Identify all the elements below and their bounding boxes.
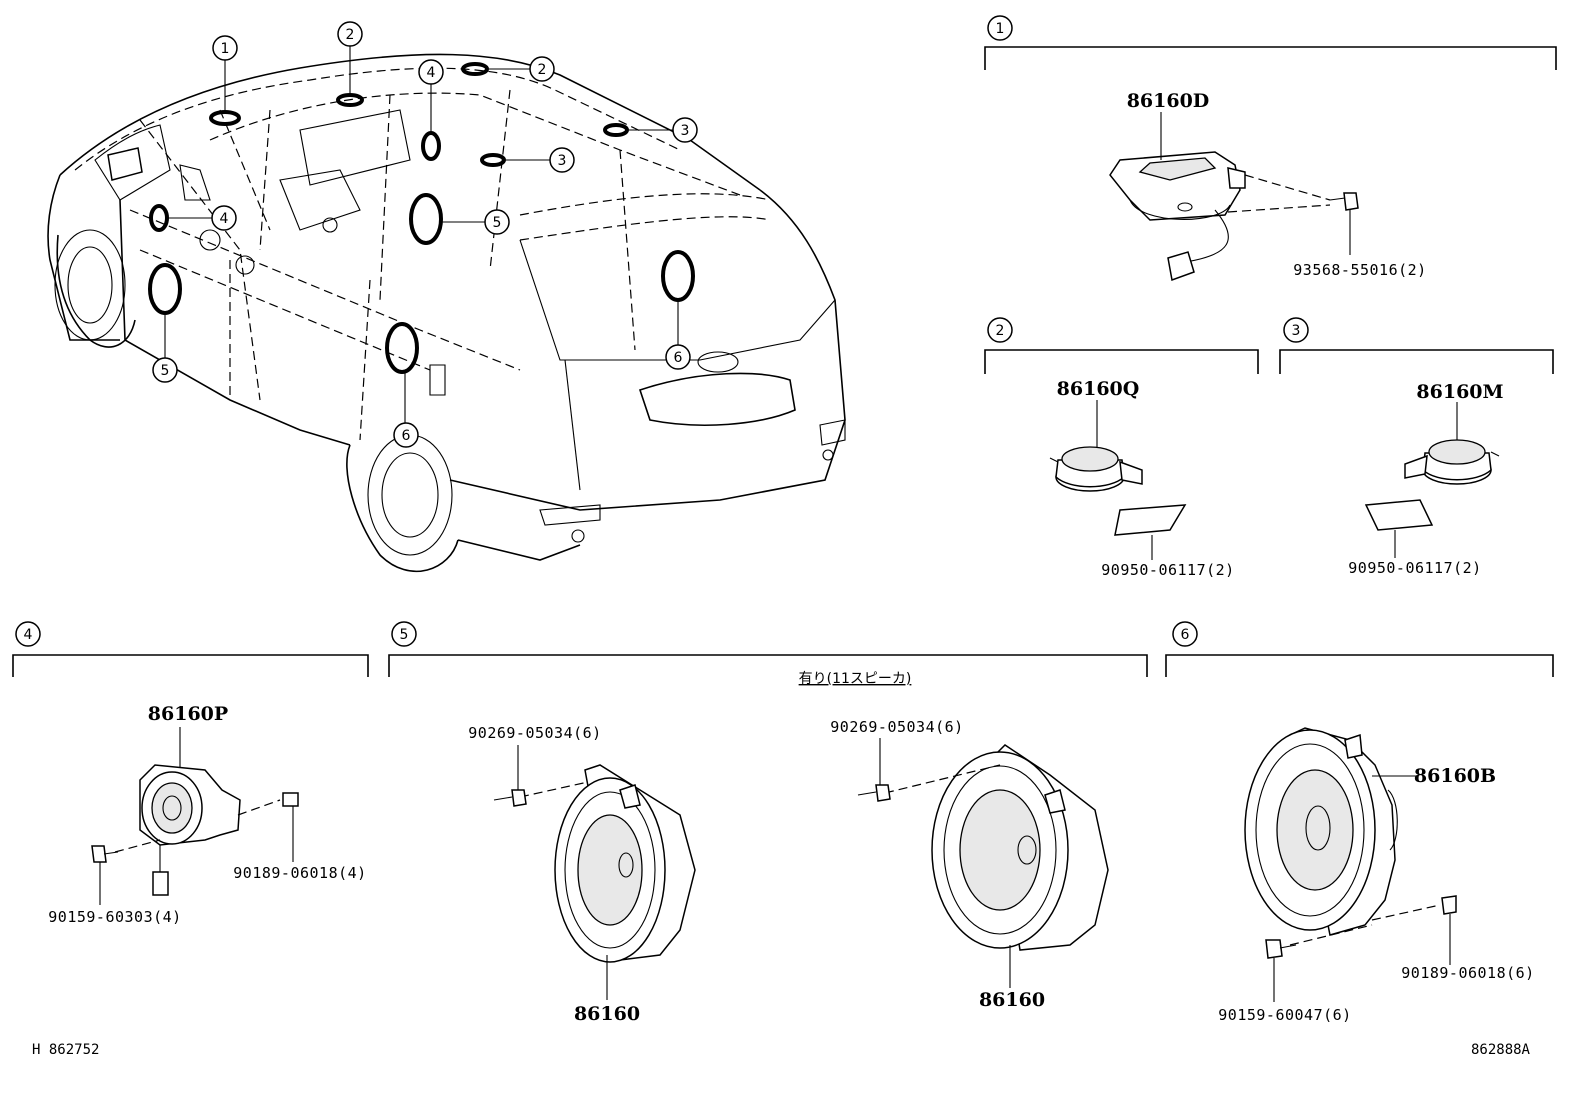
part-90950-06117-b-label: 90950-06117(2): [1348, 559, 1481, 577]
svg-text:2: 2: [346, 27, 355, 43]
svg-text:2: 2: [538, 62, 547, 78]
part-90269-05034-a-label: 90269-05034(6): [468, 724, 601, 742]
section-5: 5 有り(11スピーカ) 90269-05034(6) 86160 90269-…: [388, 621, 1148, 1025]
svg-text:5: 5: [161, 363, 170, 379]
part-86160D-label: 86160D: [1127, 90, 1210, 112]
vehicle-drawing: 1 2 2 3 3 4 4 5 5 6 6: [47, 21, 846, 573]
svg-text:6: 6: [402, 428, 411, 444]
callout-3b: 3: [549, 147, 575, 173]
section-2-number: 2: [996, 323, 1005, 339]
svg-text:4: 4: [220, 211, 229, 227]
svg-text:6: 6: [674, 350, 683, 366]
callout-1: 1: [212, 35, 238, 61]
callout-2a: 2: [337, 21, 363, 47]
part-90159-60047-label: 90159-60047(6): [1218, 1006, 1351, 1024]
section-1-number: 1: [996, 21, 1005, 37]
part-86160-a-label: 86160: [574, 1003, 640, 1025]
callout-4b: 4: [211, 205, 237, 231]
callout-5a: 5: [484, 209, 510, 235]
callout-3a: 3: [672, 117, 698, 143]
section-6-number: 6: [1181, 627, 1190, 643]
part-86160P-label: 86160P: [148, 703, 228, 725]
part-86160-b-label: 86160: [979, 989, 1045, 1011]
part-86160M-label: 86160M: [1416, 381, 1503, 403]
part-86160Q-label: 86160Q: [1057, 378, 1140, 400]
section-3: 3 86160M 90950-06117(2): [1279, 317, 1554, 577]
part-86160B-label: 86160B: [1414, 765, 1496, 787]
section-2: 2 86160Q 90950-06117(2): [984, 317, 1259, 579]
section-1: 1 86160D 93568-55016(2): [984, 15, 1557, 282]
callout-4a: 4: [418, 59, 444, 85]
part-90159-60303-label: 90159-60303(4): [48, 908, 181, 926]
callout-2b: 2: [529, 56, 555, 82]
svg-text:1: 1: [221, 41, 230, 57]
svg-text:3: 3: [681, 123, 690, 139]
section-4: 4 86160P 90189-06018(4) 90159-60303(4): [12, 621, 369, 926]
section-3-number: 3: [1292, 323, 1301, 339]
svg-text:4: 4: [427, 65, 436, 81]
part-90189-06018-6-label: 90189-06018(6): [1401, 964, 1534, 982]
svg-text:5: 5: [493, 215, 502, 231]
footer-left-ref: H 862752: [32, 1042, 99, 1058]
callout-5b: 5: [152, 357, 178, 383]
part-90950-06117-a-label: 90950-06117(2): [1101, 561, 1234, 579]
callout-6a: 6: [665, 344, 691, 370]
callout-6b: 6: [393, 422, 419, 448]
part-93568-55016-label: 93568-55016(2): [1293, 261, 1426, 279]
section-5-number: 5: [400, 627, 409, 643]
section-6: 6 86160B 90189-06018(6) 90159-60047(6): [1165, 621, 1554, 1024]
svg-text:3: 3: [558, 153, 567, 169]
part-90189-06018-4-label: 90189-06018(4): [233, 864, 366, 882]
footer-right-ref: 862888A: [1471, 1042, 1531, 1058]
section-4-number: 4: [24, 627, 33, 643]
part-90269-05034-b-label: 90269-05034(6): [830, 718, 963, 736]
section-5-note: 有り(11スピーカ): [799, 671, 912, 687]
